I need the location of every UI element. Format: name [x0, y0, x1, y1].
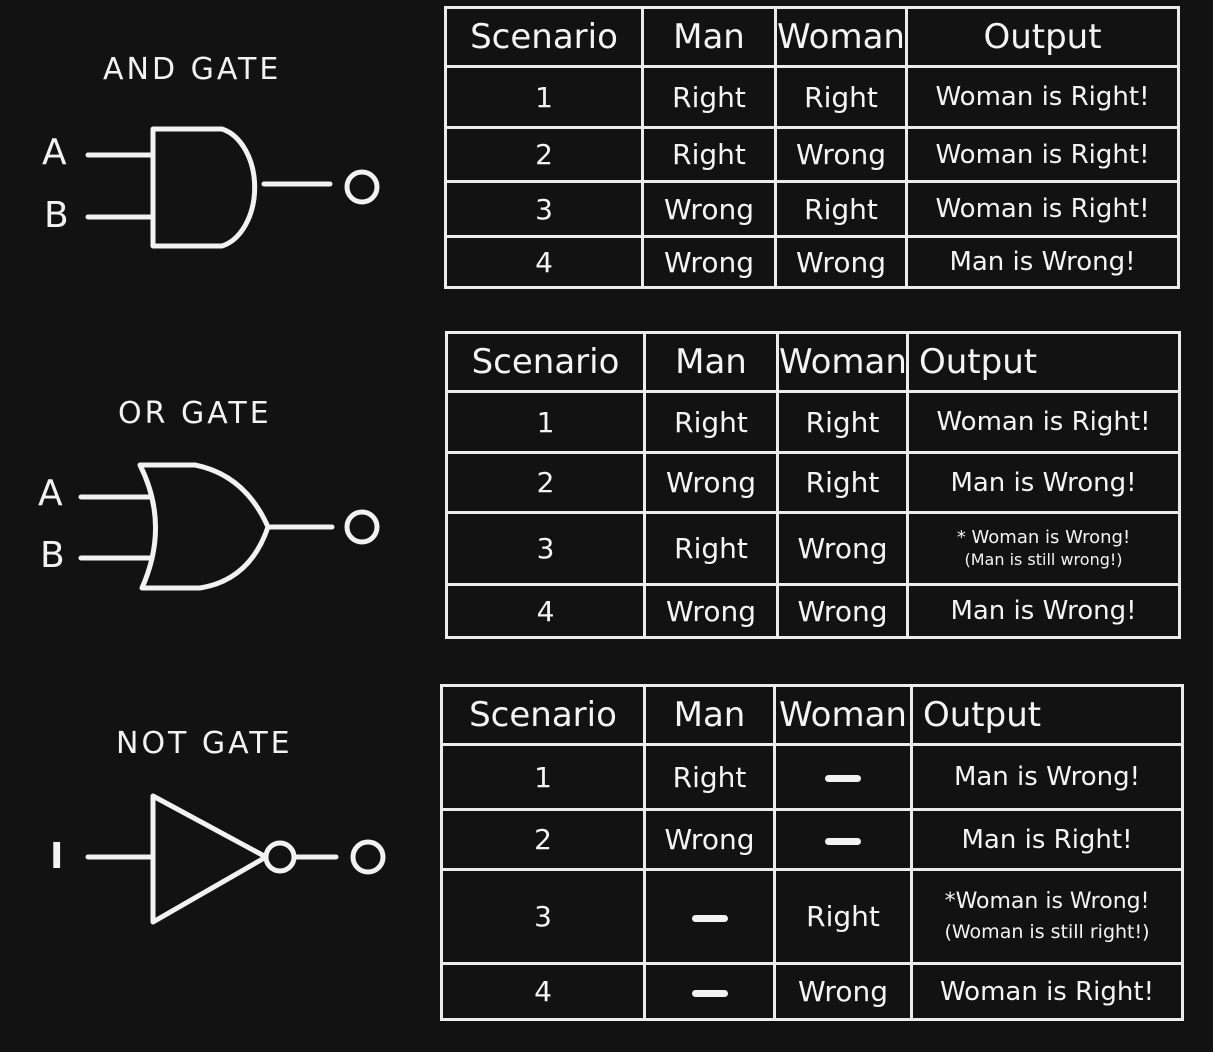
cell-output: Woman is Right! [905, 180, 1180, 238]
cell-scenario: 3 [444, 180, 644, 238]
cell-man: Wrong [643, 451, 779, 514]
cell-output: Man is Wrong! [910, 743, 1184, 811]
cell-output: Man is Wrong! [905, 235, 1180, 289]
cell-man: Wrong [643, 808, 776, 871]
header-man: Man [643, 331, 779, 393]
header-output: Output [905, 6, 1180, 68]
header-woman: Woman [776, 331, 909, 393]
cell-output: *Woman is Wrong! (Woman is still right!) [910, 868, 1184, 965]
table-row: 4 Wrong Wrong Man is Wrong! [445, 583, 1181, 639]
cell-output: Woman is Right! [905, 126, 1180, 183]
and-gate-title: AND GATE [103, 52, 282, 87]
header-scenario: Scenario [440, 684, 646, 746]
and-gate-truth-table: Scenario Man Woman Output 1 Right Right … [444, 6, 1180, 289]
output-text: *Woman is Wrong! [944, 888, 1150, 914]
table-row: 1 Right Man is Wrong! [440, 743, 1184, 811]
cell-man: Wrong [643, 583, 779, 639]
output-text: * Woman is Wrong! [956, 526, 1131, 548]
or-gate-input-b-label: B [40, 535, 65, 576]
table-header-row: Scenario Man Woman Output [440, 684, 1184, 746]
dash-icon [691, 914, 728, 922]
table-row: 1 Right Right Woman is Right! [445, 390, 1181, 454]
table-header-row: Scenario Man Woman Output [445, 331, 1181, 393]
cell-output: Man is Wrong! [906, 583, 1181, 639]
cell-woman: Wrong [774, 126, 908, 183]
cell-man [643, 962, 776, 1021]
header-man: Man [641, 6, 777, 68]
cell-man: Right [643, 511, 779, 586]
cell-scenario: 4 [445, 583, 646, 639]
dash-icon [691, 989, 728, 997]
not-gate-truth-table: Scenario Man Woman Output 1 Right Man is… [440, 684, 1184, 1021]
cell-output: Man is Right! [910, 808, 1184, 871]
cell-woman: Wrong [773, 962, 913, 1021]
table-row: 4 Wrong Wrong Man is Wrong! [444, 235, 1180, 289]
cell-man: Right [641, 65, 777, 129]
table-row: 4 Wrong Woman is Right! [440, 962, 1184, 1021]
cell-scenario: 3 [445, 511, 646, 586]
cell-man: Wrong [641, 235, 777, 289]
header-man: Man [643, 684, 776, 746]
cell-output: Man is Wrong! [906, 451, 1181, 514]
dash-icon [825, 775, 861, 782]
cell-scenario: 4 [444, 235, 644, 289]
cell-scenario: 1 [445, 390, 646, 454]
cell-man: Right [643, 390, 779, 454]
cell-output: Woman is Right! [906, 390, 1181, 454]
cell-woman [773, 808, 913, 871]
dash-icon [825, 837, 861, 845]
cell-woman: Right [773, 868, 913, 965]
table-header-row: Scenario Man Woman Output [444, 6, 1180, 68]
cell-woman: Right [776, 451, 909, 514]
cell-woman: Right [774, 180, 908, 238]
or-gate-symbol-icon [78, 462, 380, 591]
cell-woman: Right [776, 390, 909, 454]
or-gate-truth-table: Scenario Man Woman Output 1 Right Right … [445, 331, 1181, 639]
table-row: 3 Wrong Right Woman is Right! [444, 180, 1180, 238]
cell-man: Wrong [641, 180, 777, 238]
table-row: 2 Wrong Right Man is Wrong! [445, 451, 1181, 514]
and-gate-input-a-label: A [42, 132, 67, 173]
output-note: (Man is still wrong!) [964, 549, 1123, 569]
header-woman: Woman [773, 684, 913, 746]
cell-output: * Woman is Wrong! (Man is still wrong!) [906, 511, 1181, 586]
cell-woman: Wrong [774, 235, 908, 289]
cell-output: Woman is Right! [905, 65, 1180, 129]
header-scenario: Scenario [445, 331, 646, 393]
cell-scenario: 2 [440, 808, 646, 871]
cell-output: Woman is Right! [910, 962, 1184, 1021]
cell-scenario: 4 [440, 962, 646, 1021]
cell-woman: Wrong [776, 583, 909, 639]
cell-woman: Wrong [776, 511, 909, 586]
not-gate-title: NOT GATE [116, 726, 293, 761]
output-note: (Woman is still right!) [944, 920, 1150, 943]
and-gate-symbol-icon [85, 126, 380, 249]
cell-scenario: 1 [444, 65, 644, 129]
cell-man [643, 868, 776, 965]
header-output: Output [910, 684, 1184, 746]
cell-woman: Right [774, 65, 908, 129]
header-woman: Woman [774, 6, 908, 68]
or-gate-title: OR GATE [118, 396, 272, 431]
cell-man: Right [641, 126, 777, 183]
and-gate-input-b-label: B [44, 195, 69, 236]
or-gate-input-a-label: A [38, 473, 63, 514]
not-gate-input-i-label: I [50, 836, 64, 877]
header-output: Output [906, 331, 1181, 393]
table-row: 2 Wrong Man is Right! [440, 808, 1184, 871]
header-scenario: Scenario [444, 6, 644, 68]
table-row: 3 Right *Woman is Wrong! (Woman is still… [440, 868, 1184, 965]
cell-scenario: 1 [440, 743, 646, 811]
cell-scenario: 3 [440, 868, 646, 965]
cell-scenario: 2 [444, 126, 644, 183]
cell-woman [773, 743, 913, 811]
table-row: 1 Right Right Woman is Right! [444, 65, 1180, 129]
cell-man: Right [643, 743, 776, 811]
not-gate-symbol-icon [85, 793, 386, 925]
cell-scenario: 2 [445, 451, 646, 514]
table-row: 3 Right Wrong * Woman is Wrong! (Man is … [445, 511, 1181, 586]
table-row: 2 Right Wrong Woman is Right! [444, 126, 1180, 183]
